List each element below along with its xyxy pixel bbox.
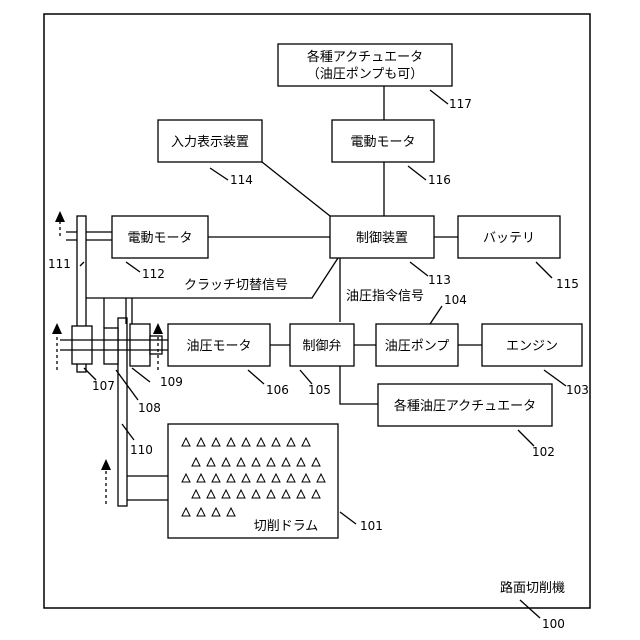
ref-111: 111: [48, 257, 71, 271]
ref-115: 115: [556, 277, 579, 291]
box-112-label: 電動モータ: [127, 231, 192, 246]
box-116: 電動モータ: [332, 120, 434, 162]
ref-114: 114: [230, 173, 253, 187]
ref-104: 104: [444, 293, 467, 307]
box-101-cutting-drum: 切削ドラム: [168, 424, 338, 538]
box-114-label: 入力表示装置: [171, 135, 249, 150]
box-106: 油圧モータ: [168, 324, 270, 366]
box-104: 油圧ポンプ: [376, 324, 458, 366]
hydraulic-signal-label: 油圧指令信号: [346, 289, 424, 304]
box-102-label: 各種油圧アクチュエータ: [394, 398, 536, 414]
box-117: 各種アクチュエータ （油圧ポンプも可）: [278, 44, 452, 86]
box-103: エンジン: [482, 324, 582, 366]
ref-113: 113: [428, 273, 451, 287]
ref-101: 101: [360, 519, 383, 533]
box-106-label: 油圧モータ: [186, 339, 251, 354]
box-113: 制御装置: [330, 216, 434, 258]
ref-103: 103: [566, 383, 589, 397]
box-104-label: 油圧ポンプ: [385, 339, 450, 354]
box-112: 電動モータ: [112, 216, 208, 258]
box-105: 制御弁: [290, 324, 354, 366]
ref-112: 112: [142, 267, 165, 281]
ref-108: 108: [138, 401, 161, 415]
ref-109: 109: [160, 375, 183, 389]
box-102: 各種油圧アクチュエータ: [378, 384, 552, 426]
box-103-label: エンジン: [506, 339, 558, 354]
box-115: バッテリ: [458, 216, 560, 258]
ref-106: 106: [266, 383, 289, 397]
box-113-label: 制御装置: [356, 231, 408, 246]
box-114: 入力表示装置: [158, 120, 262, 162]
ref-102: 102: [532, 445, 555, 459]
machine-label: 路面切削機: [500, 580, 565, 596]
ref-107: 107: [92, 379, 115, 393]
ref-117: 117: [449, 97, 472, 111]
box-115-label: バッテリ: [483, 231, 535, 246]
clutch-signal-label: クラッチ切替信号: [184, 278, 288, 293]
box-117-label-line1: 各種アクチュエータ: [307, 49, 423, 65]
box-105-label: 制御弁: [302, 339, 341, 354]
ref-110: 110: [130, 443, 153, 457]
box-101-label: 切削ドラム: [254, 519, 319, 534]
ref-105: 105: [308, 383, 331, 397]
ref-100: 100: [542, 617, 565, 631]
ref-116: 116: [428, 173, 451, 187]
box-116-label: 電動モータ: [350, 135, 415, 150]
transmission-assembly: [60, 216, 168, 506]
box-117-label-line2: （油圧ポンプも可）: [307, 67, 424, 82]
